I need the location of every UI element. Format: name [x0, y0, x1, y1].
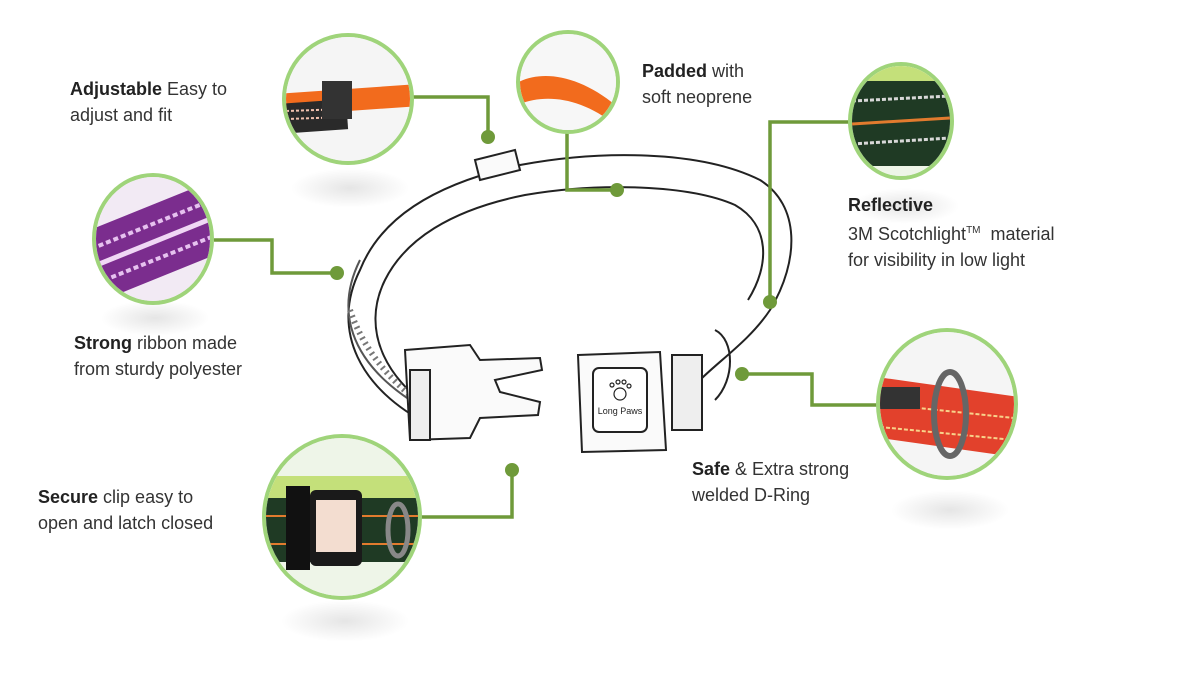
- callout-adjustable-bold: Adjustable: [70, 79, 163, 99]
- callout-safe-bold: Safe: [692, 459, 731, 479]
- callout-reflective-bold: Reflective: [848, 195, 934, 215]
- callout-adjustable-line2: adjust and fit: [70, 105, 173, 125]
- secure-detail-image: [262, 434, 422, 600]
- callout-strong-line2: from sturdy polyester: [74, 359, 243, 379]
- callout-strong: Strong ribbon made from sturdy polyester: [74, 330, 242, 382]
- callout-strong-bold: Strong: [74, 333, 132, 353]
- safe-detail-image: [876, 328, 1018, 480]
- circle-shadow: [100, 300, 210, 336]
- circle-shadow: [290, 168, 410, 208]
- callout-safe: Safe & Extra strong welded D-Ring: [692, 456, 849, 508]
- connector-lines: [214, 95, 878, 519]
- paw-icon: [609, 379, 632, 401]
- connector-reflective: [768, 120, 850, 300]
- callout-padded-bold: Padded: [642, 61, 708, 81]
- callout-padded-line2: soft neoprene: [642, 87, 753, 107]
- circle-shadow: [850, 188, 960, 224]
- collar-sketch: [347, 148, 793, 454]
- callout-adjustable-line1: Easy to: [162, 79, 228, 99]
- connector-padded: [565, 130, 615, 192]
- callout-reflective-line2-suffix: material: [980, 224, 1055, 244]
- circle-shadow: [280, 600, 410, 642]
- padded-detail-image: [516, 30, 620, 134]
- callout-reflective: Reflective 3M ScotchlightTM material for…: [848, 192, 1055, 273]
- callout-reflective-line3: for visibility in low light: [848, 250, 1026, 270]
- reflective-detail-image: [848, 62, 954, 180]
- callout-adjustable: Adjustable Easy to adjust and fit: [70, 76, 227, 128]
- trademark-symbol: TM: [966, 225, 981, 236]
- callout-padded-line1: with: [707, 61, 745, 81]
- connector-adjustable: [412, 95, 490, 137]
- callout-strong-line1: ribbon made: [132, 333, 238, 353]
- adjustable-detail-image: [282, 33, 414, 165]
- logo-text: Long Paws: [598, 406, 643, 416]
- callout-safe-line2: welded D-Ring: [692, 485, 811, 505]
- callout-reflective-line2-prefix: 3M Scotchlight: [848, 224, 967, 244]
- callout-safe-line1: & Extra strong: [730, 459, 850, 479]
- callout-secure: Secure clip easy to open and latch close…: [38, 484, 213, 536]
- connector-secure: [418, 472, 514, 519]
- connector-safe: [744, 372, 878, 407]
- callout-secure-line2: open and latch closed: [38, 513, 214, 533]
- connector-strong: [214, 238, 335, 275]
- connector-dots: [330, 130, 777, 477]
- strong-detail-image: [92, 173, 214, 305]
- callout-padded: Padded with soft neoprene: [642, 58, 752, 110]
- callout-secure-line1: clip easy to: [98, 487, 194, 507]
- circle-shadow: [890, 490, 1010, 530]
- callout-secure-bold: Secure: [38, 487, 99, 507]
